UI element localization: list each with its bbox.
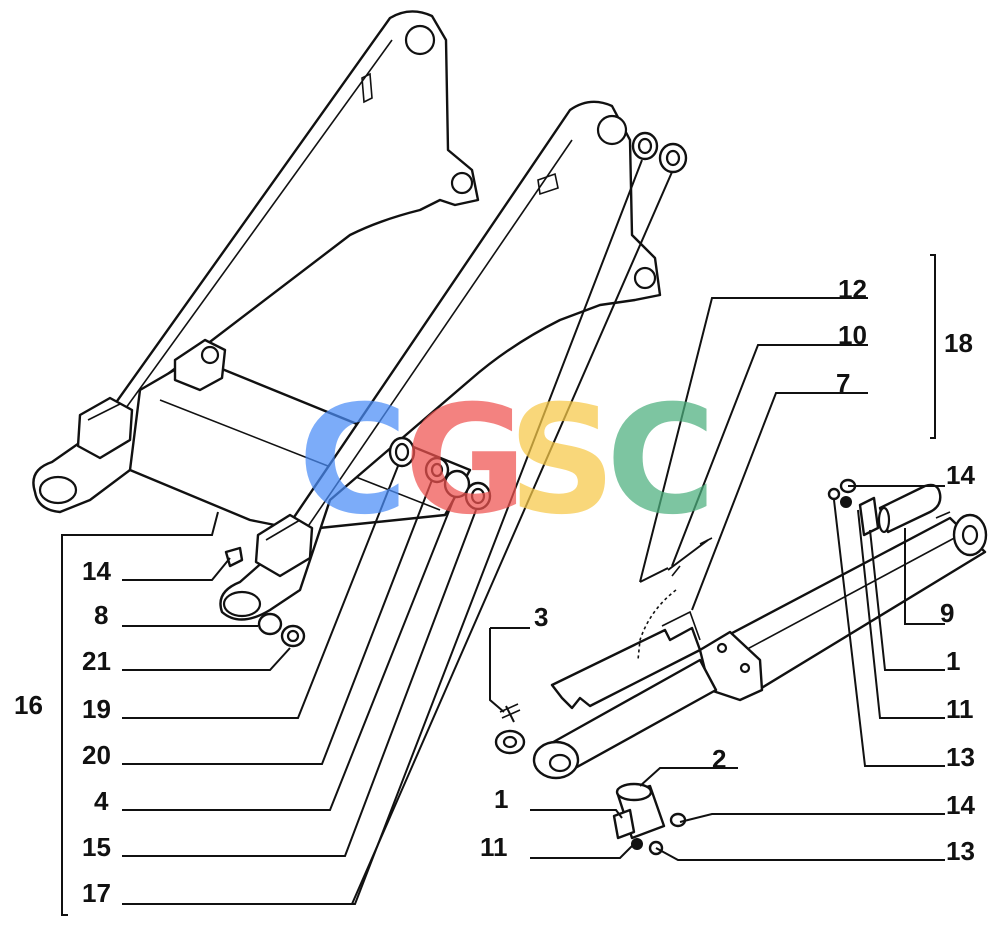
pin-2-head [615, 782, 653, 802]
callout-13-lower: 13 [946, 836, 975, 866]
plate-1-upper [858, 496, 880, 537]
callout-21: 21 [82, 646, 111, 676]
watermark-letter-3: S [508, 374, 616, 548]
front-bracket [254, 513, 314, 578]
callout-9: 9 [940, 598, 954, 628]
callout-13-upper: 13 [946, 742, 975, 772]
callout-1-lower: 1 [494, 784, 508, 814]
chain [637, 589, 677, 661]
callout-10: 10 [838, 320, 867, 350]
callout-11-upper: 11 [946, 694, 974, 724]
callout-7: 7 [836, 368, 850, 398]
callout-14-lower: 14 [946, 790, 975, 820]
watermark-letter-2: G [404, 374, 527, 548]
watermark-letter-4: C [606, 374, 716, 548]
rear-bracket [76, 396, 134, 460]
callout-3: 3 [534, 602, 548, 632]
washer-8 [257, 612, 283, 636]
callout-1-upper: 1 [946, 646, 960, 676]
leader-lines [61, 159, 945, 916]
split-pin-12 [639, 567, 669, 583]
front-arm-top-bore [596, 114, 628, 146]
callout-17: 17 [82, 878, 111, 908]
callout-20: 20 [82, 740, 111, 770]
nut-14-lower [669, 812, 687, 828]
washer-11-upper [840, 496, 852, 508]
cross-tube [128, 356, 472, 532]
callout-12: 12 [838, 274, 867, 304]
safety-pin-10 [667, 539, 709, 571]
front-arm-cylinder-bore [633, 266, 657, 290]
callout-14-left: 14 [82, 556, 111, 586]
callout-2: 2 [712, 744, 726, 774]
callout-labels: 12 10 7 18 14 9 1 11 13 2 14 13 3 1 11 1… [14, 274, 975, 908]
rear-arm-top-bore [404, 24, 436, 56]
pin-4 [443, 469, 471, 499]
callout-8: 8 [94, 600, 108, 630]
callout-4: 4 [94, 786, 109, 816]
callout-16: 16 [14, 690, 43, 720]
front-arm [219, 100, 662, 621]
washer-11-lower [631, 838, 643, 850]
bolt-13-upper [827, 487, 841, 501]
front-arm-pivot-bore [222, 590, 262, 618]
callout-15: 15 [82, 832, 111, 862]
loader-arm-assembly [32, 10, 688, 648]
callout-14-upper: 14 [946, 460, 975, 490]
watermark-letter-1: C [298, 374, 408, 548]
grease-nipple-14 [224, 546, 244, 568]
rear-arm-pivot-bore [38, 475, 78, 505]
support-stand [550, 626, 702, 710]
callout-19: 19 [82, 694, 111, 724]
plate-1-lower [612, 808, 636, 840]
hydraulic-cylinder-assembly [494, 478, 988, 856]
watermark: C G S C [298, 374, 716, 548]
rear-arm-cylinder-bore [450, 171, 474, 195]
callout-11-lower: 11 [480, 832, 508, 862]
callout-18: 18 [944, 328, 973, 358]
